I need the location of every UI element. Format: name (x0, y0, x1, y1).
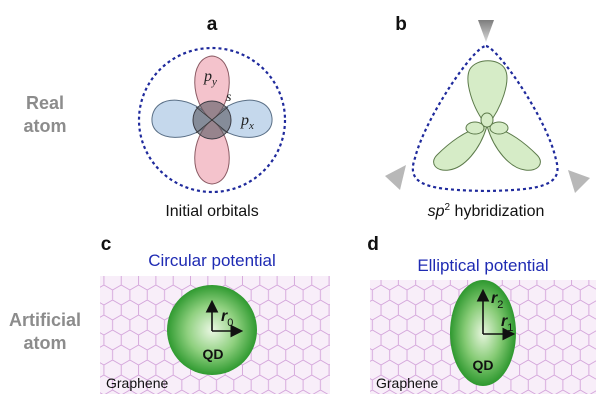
panel-a: a py px s Initial orbitals (137, 14, 287, 220)
side-label-artificial-line2: atom (23, 333, 66, 353)
panel-d-letter: d (367, 234, 379, 255)
radius-label-r1: r1 (501, 313, 513, 334)
sp2-small-lobe-right (489, 121, 509, 135)
sp2-lobe-bottom-right (486, 125, 541, 171)
panel-b-caption: sp2 hybridization (428, 202, 545, 220)
panel-d: d Elliptical potential r2 r1 QD Graphene (367, 234, 596, 394)
panel-a-caption: Initial orbitals (165, 203, 258, 220)
cone-right (568, 170, 590, 193)
panel-d-title: Elliptical potential (417, 256, 548, 275)
panel-c-letter: c (101, 234, 112, 255)
radius-label-r0: r0 (221, 308, 233, 329)
panel-b-letter: b (395, 14, 407, 35)
side-label-artificial-atom: Artificial atom (9, 310, 81, 353)
sp2-small-lobe-top (480, 112, 494, 128)
panel-b-dotted-outline (411, 44, 559, 193)
side-label-real-line1: Real (26, 93, 64, 113)
graphene-label-c: Graphene (106, 375, 168, 391)
sp2-small-lobe-left (465, 121, 485, 135)
py-label: py (203, 68, 217, 88)
s-label: s (226, 90, 232, 105)
px-label: px (240, 112, 254, 132)
radius-label-r2: r2 (491, 290, 503, 311)
cone-left (385, 165, 406, 190)
sp2-lobe-bottom-left (433, 125, 488, 171)
side-label-real-atom: Real atom (23, 93, 66, 136)
panel-a-letter: a (207, 14, 218, 35)
panel-c-title: Circular potential (148, 251, 276, 270)
sp2-lobe-top (467, 60, 508, 127)
panel-b: b sp2 hybridization (385, 14, 590, 220)
graphene-label-d: Graphene (376, 375, 438, 391)
orbital-overlap-line-2 (195, 106, 229, 134)
panel-c: c Circular potential r0 QD Graphene (100, 234, 330, 394)
qd-label-c: QD (203, 346, 224, 362)
side-label-artificial-line1: Artificial (9, 310, 81, 330)
side-label-real-line2: atom (23, 116, 66, 136)
cone-top (478, 20, 494, 42)
qd-label-d: QD (473, 357, 494, 373)
panel-a-dotted-outline (137, 46, 287, 194)
